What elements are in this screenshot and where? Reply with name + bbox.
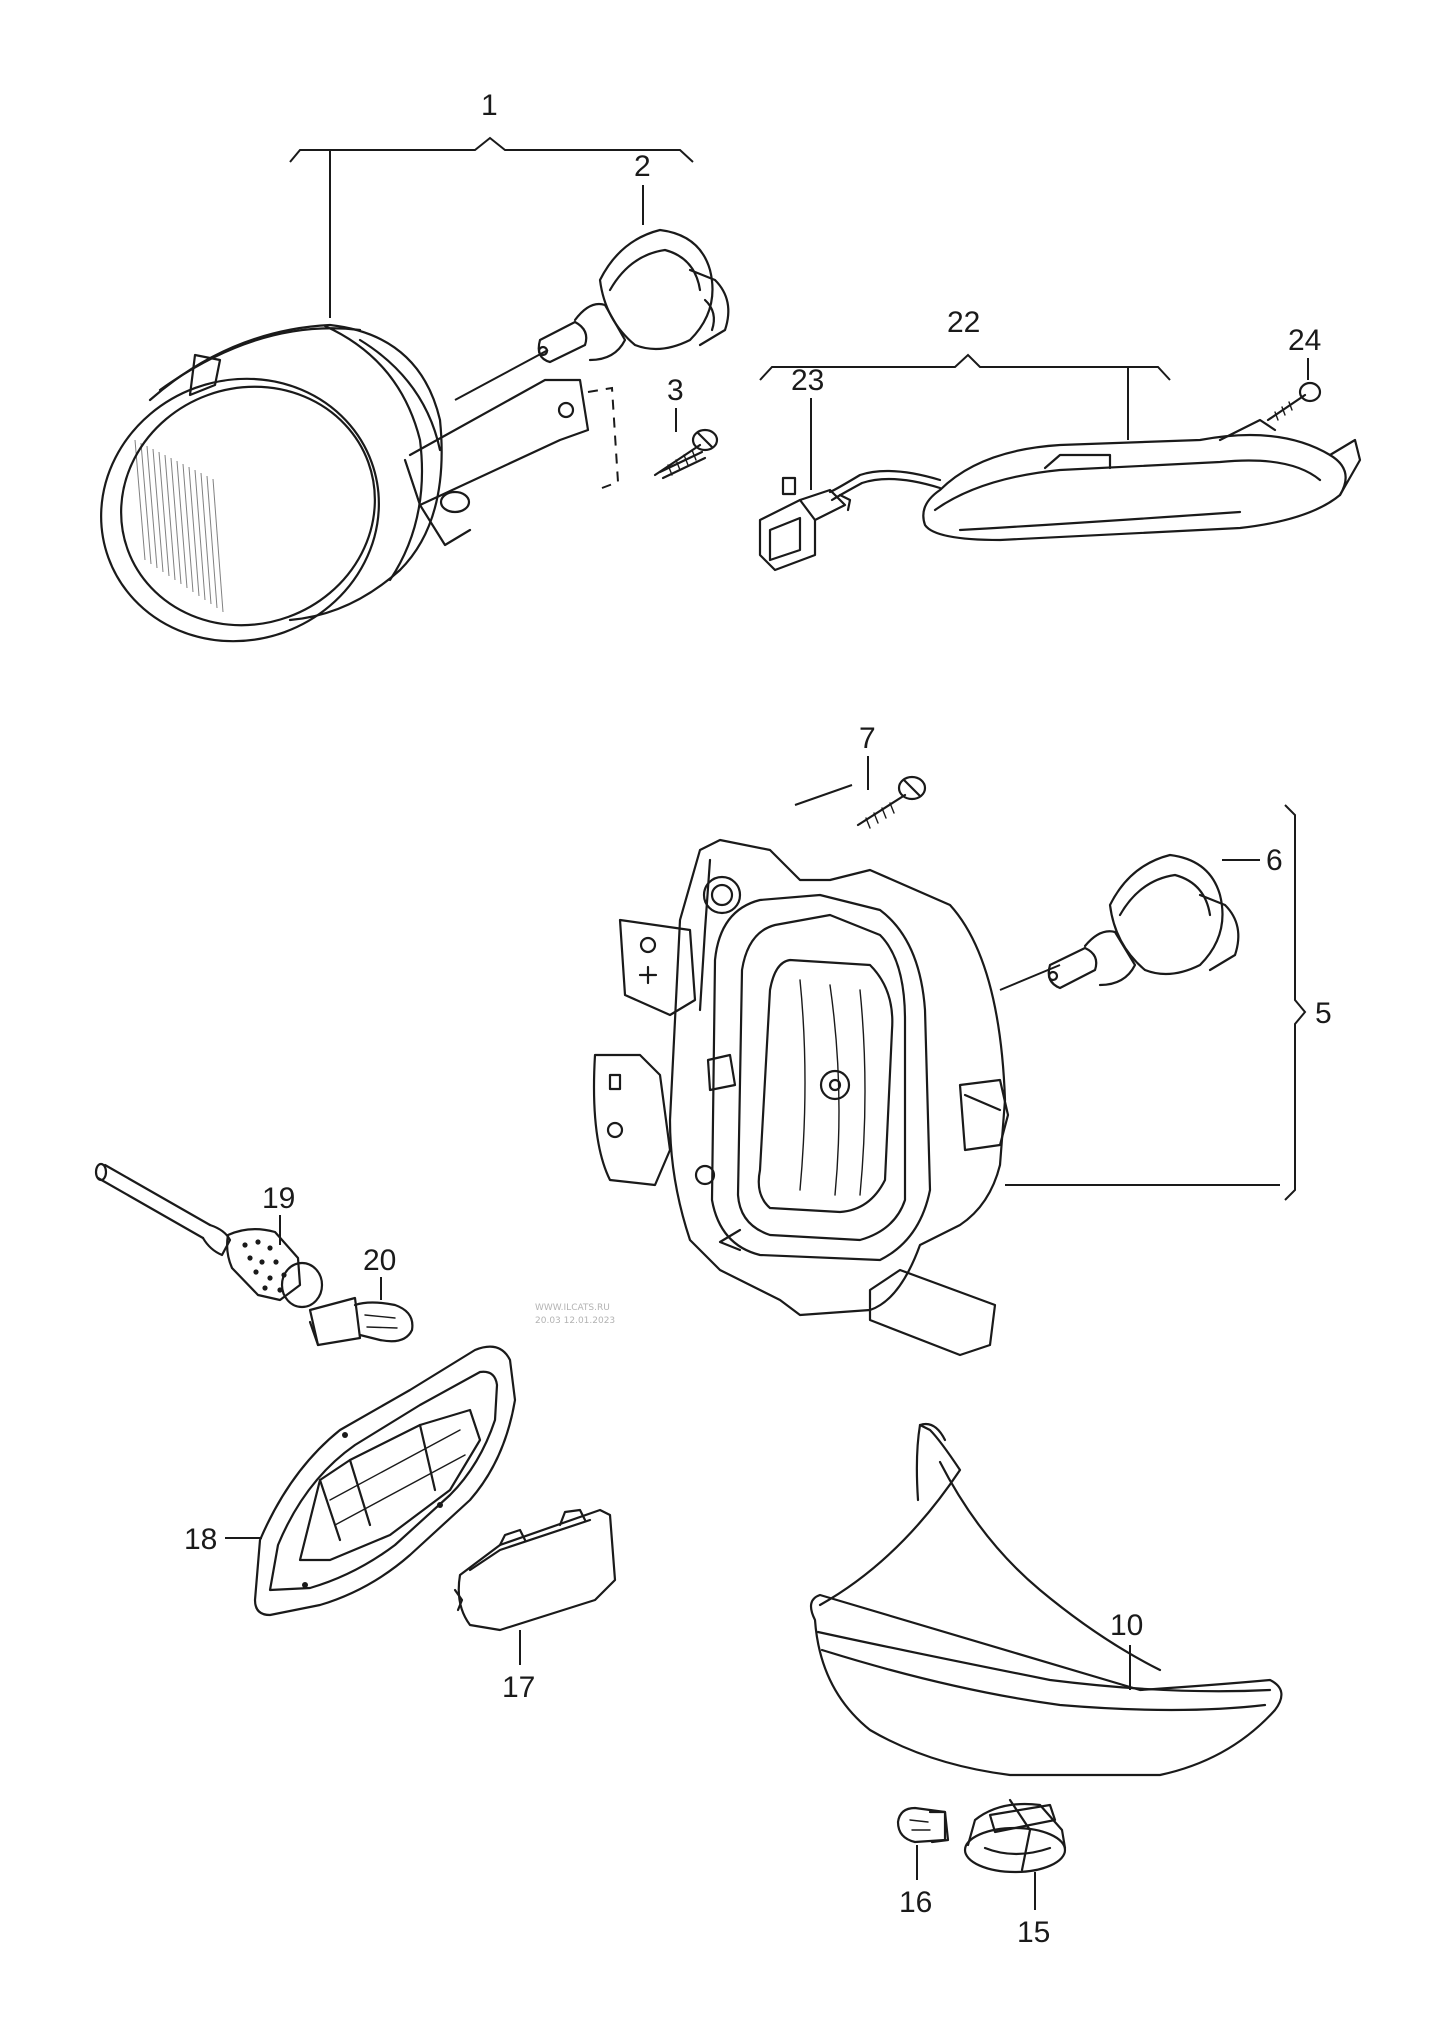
lens-hatch-line (158, 451, 170, 577)
socket-dot (273, 1259, 279, 1265)
socket-dot (262, 1285, 268, 1291)
lens-hatch-line (182, 463, 194, 593)
callout-23: 23 (791, 364, 824, 397)
bulb-icon[interactable] (537, 228, 730, 364)
callout-20: 20 (363, 1244, 396, 1277)
lens-hatch-line (206, 475, 218, 609)
screw-icon[interactable] (1266, 381, 1322, 422)
lens-hatch-line (140, 442, 152, 565)
callout-1: 1 (481, 89, 498, 122)
fog-lamp-icon[interactable] (64, 323, 620, 680)
callout-17: 17 (502, 1671, 535, 1704)
socket-dot (259, 1259, 265, 1265)
lens-hatch-line (152, 448, 164, 573)
callout-7: 7 (859, 722, 876, 755)
callout-2: 2 (634, 150, 651, 183)
callout-3: 3 (667, 374, 684, 407)
callout-10: 10 (1110, 1609, 1143, 1642)
callout-6: 6 (1266, 844, 1283, 877)
socket-dot (242, 1242, 248, 1248)
watermark-line-1: WWW.ILCATS.RU (535, 1303, 610, 1313)
socket-dot (267, 1275, 273, 1281)
callout-19: 19 (262, 1182, 295, 1215)
callout-18: 18 (184, 1523, 217, 1556)
callout-24: 24 (1288, 324, 1321, 357)
lens-hatch-line (200, 472, 212, 605)
watermark-line-2: 20.03 12.01.2023 (535, 1316, 615, 1326)
leader-lines (225, 136, 1309, 1910)
lens-hatch-line (170, 457, 182, 585)
socket-dot (267, 1245, 273, 1251)
lens-hatch-line (194, 469, 206, 601)
group-bracket-5 (1284, 804, 1307, 1201)
socket-dot (253, 1269, 259, 1275)
reflector-lens-icon[interactable] (453, 1508, 617, 1632)
lens-hatch-line (134, 439, 146, 561)
callout-5: 5 (1315, 997, 1332, 1030)
screw-icon[interactable] (856, 775, 927, 829)
bulb-socket-icon[interactable] (963, 1798, 1067, 1874)
bulb-icon[interactable] (896, 1806, 950, 1844)
side-marker-icon[interactable] (828, 418, 1362, 542)
bulb-icon[interactable] (1047, 853, 1240, 990)
callout-22: 22 (947, 306, 980, 339)
lens-hatch-line (146, 445, 158, 569)
lens-hatch-line (212, 478, 224, 613)
socket-dot (247, 1255, 253, 1261)
screw-icon[interactable] (653, 428, 719, 480)
mirror-indicator-icon[interactable] (809, 1422, 1283, 1777)
connector-icon[interactable] (758, 476, 852, 572)
callout-16: 16 (899, 1886, 932, 1919)
bezel-icon[interactable] (253, 1345, 517, 1617)
headlight-housing-icon[interactable] (592, 784, 1280, 1357)
bulb-socket-icon[interactable] (94, 1162, 324, 1309)
lens-hatch-line (188, 466, 200, 597)
bulb-icon[interactable] (308, 1296, 414, 1347)
lens-hatch-line (176, 460, 188, 589)
lens-hatch-line (164, 454, 176, 581)
socket-dot (255, 1239, 261, 1245)
callout-15: 15 (1017, 1916, 1050, 1949)
